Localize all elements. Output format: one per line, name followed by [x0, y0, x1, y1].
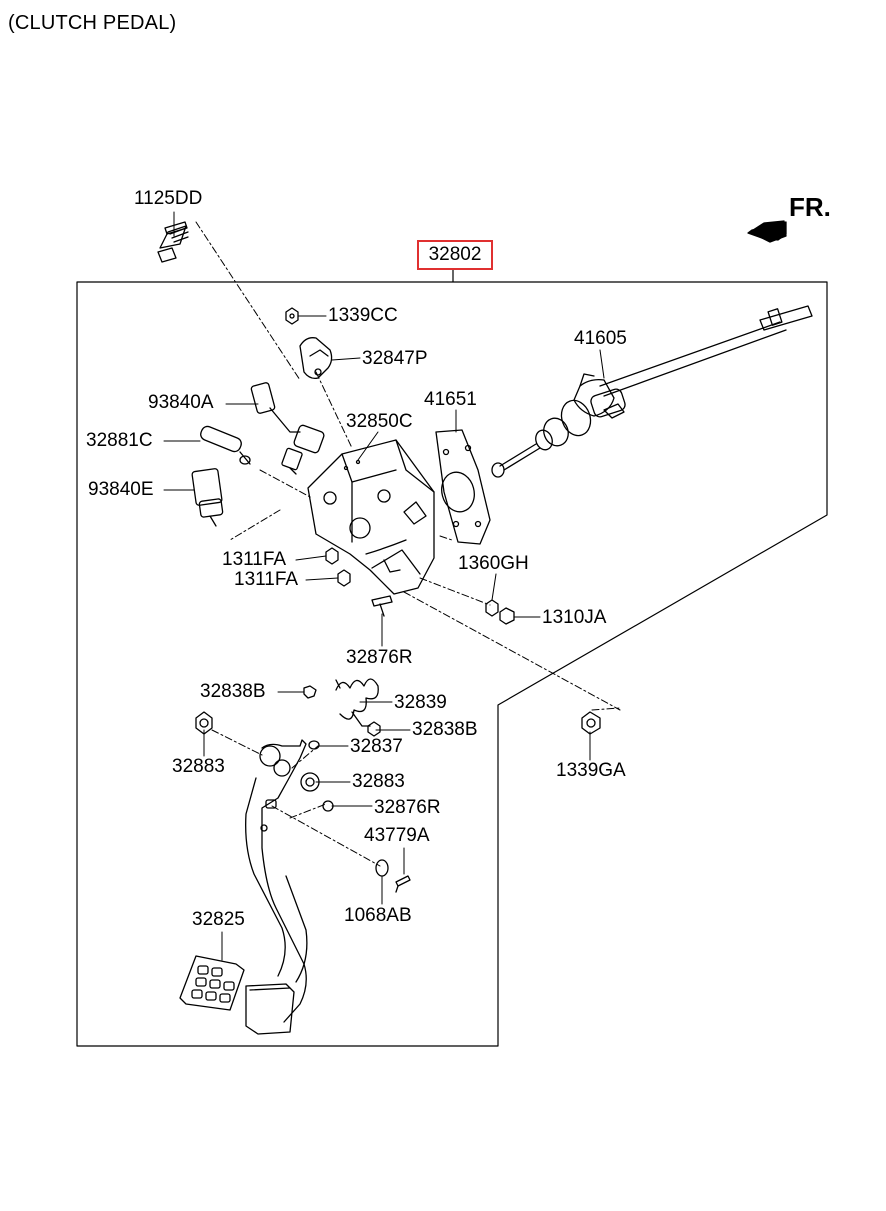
part-label-32850C[interactable]: 32850C [346, 411, 413, 432]
part-label-1339GA[interactable]: 1339GA [556, 760, 626, 781]
stopper-32876R-lower-shape [322, 800, 334, 812]
part-label-32881C[interactable]: 32881C [86, 430, 153, 451]
stopper-32876R-upper-shape [371, 595, 393, 617]
part-label-32847P[interactable]: 32847P [362, 348, 428, 369]
part-label-93840A[interactable]: 93840A [148, 392, 214, 413]
nut-1311FA-shapes [325, 547, 351, 587]
assembly-number-32802[interactable]: 32802 [417, 240, 493, 270]
part-label-1068AB[interactable]: 1068AB [344, 905, 412, 926]
nut-1339GA-shape [581, 711, 601, 735]
part-label-32839[interactable]: 32839 [394, 692, 447, 713]
clip-43779A-shape [395, 875, 411, 893]
front-direction-label: FR. [789, 192, 831, 222]
part-label-32883-right[interactable]: 32883 [352, 771, 405, 792]
master-cylinder-41605-shape [491, 305, 813, 478]
part-label-32876R-lower[interactable]: 32876R [374, 797, 441, 818]
nut-1339CC-shape [285, 307, 299, 325]
switch-93840A-shape [250, 382, 325, 475]
bushing-32883-right-shape [300, 772, 320, 792]
part-label-1360GH[interactable]: 1360GH [458, 553, 529, 574]
part-label-1311FA-upper[interactable]: 1311FA [222, 549, 287, 570]
diagram-title: (CLUTCH PEDAL) [8, 12, 177, 34]
part-label-93840E[interactable]: 93840E [88, 479, 154, 500]
spring-32839-shape [335, 678, 379, 727]
nut-1360GH-1310JA-shapes [485, 599, 515, 625]
pin-32881C-shape [200, 425, 251, 465]
part-label-41651[interactable]: 41651 [424, 389, 477, 410]
part-label-32838B-left[interactable]: 32838B [200, 681, 266, 702]
washer-1068AB-shape [375, 859, 389, 877]
part-label-1339CC[interactable]: 1339CC [328, 305, 398, 326]
part-label-43779A[interactable]: 43779A [364, 825, 430, 846]
nut-32838B-shapes [303, 685, 381, 737]
bolt-1125DD-shape [157, 221, 189, 263]
gasket-41651-shape [435, 429, 491, 545]
sensor-93840E-shape [191, 468, 224, 527]
part-label-41605[interactable]: 41605 [574, 328, 627, 349]
bushing-32883-left-shape [195, 711, 213, 735]
assembly-outline [76, 265, 828, 1047]
part-label-1311FA-lower[interactable]: 1311FA [234, 569, 299, 590]
part-label-1310JA[interactable]: 1310JA [542, 607, 607, 628]
part-label-1125DD[interactable]: 1125DD [134, 188, 203, 209]
pedal-arm-shape [245, 739, 308, 1035]
bushing-32837-shape [308, 740, 320, 750]
dashed-guide-lines [195, 221, 621, 867]
part-label-32876R-upper[interactable]: 32876R [346, 647, 413, 668]
bracket-32847P-shape [299, 337, 333, 380]
part-label-32838B-right[interactable]: 32838B [412, 719, 478, 740]
bracket-32850C-shape [307, 439, 435, 595]
part-label-32883-left[interactable]: 32883 [172, 756, 225, 777]
part-label-32825[interactable]: 32825 [192, 909, 245, 930]
front-arrow-icon [747, 220, 787, 243]
pedal-pad-32825-shape [179, 955, 245, 1011]
part-label-32837[interactable]: 32837 [350, 736, 403, 757]
